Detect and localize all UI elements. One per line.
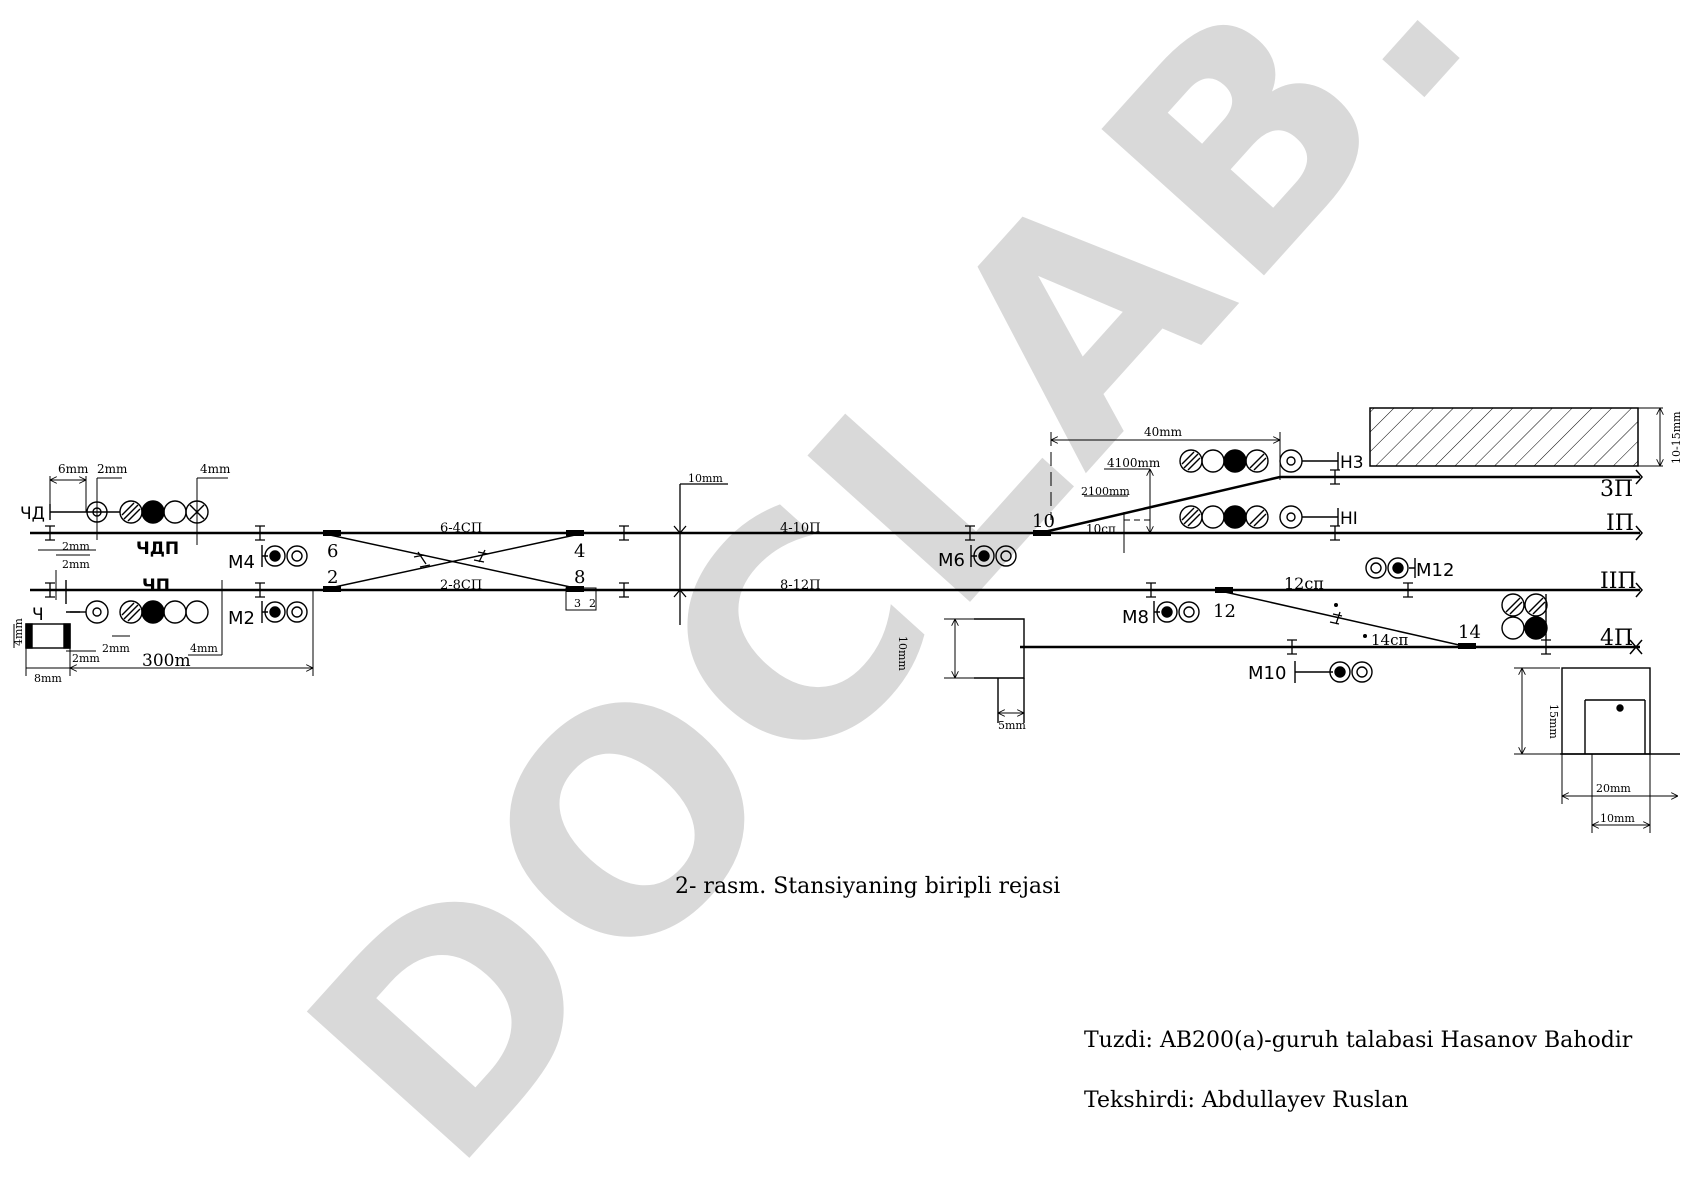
dim-10mm-a: 10mm (688, 472, 723, 485)
dim-2mm-d: 2mm (72, 652, 100, 665)
switch-label-8: 8 (574, 567, 585, 588)
station-building (1369, 407, 1639, 467)
track-label-2p: IIП (1600, 569, 1637, 594)
dim-2mm-c: 2mm (62, 558, 90, 571)
watermark: DOCLAB.UZ (244, 0, 1683, 1193)
signal-label-n3: Н3 (1340, 453, 1364, 473)
dim-4mm-c: 4mm (190, 642, 218, 655)
track-label-4p: 4П (1600, 626, 1633, 651)
dim-2mm-a: 2mm (97, 462, 128, 476)
dim-10mm-b: 10mm (896, 636, 909, 671)
section-label-sp64: 6-4СП (440, 521, 482, 536)
dim-2mm-b: 2mm (62, 540, 90, 553)
dim-6mm: 6mm (58, 462, 89, 476)
crossover-2-4 (329, 534, 576, 589)
branch-12-14 (1224, 591, 1469, 648)
switch-label-6: 6 (327, 541, 338, 562)
signal-label-m12: М12 (1416, 560, 1454, 581)
dim-2mm-e: 2mm (102, 642, 130, 655)
signal-label-ch: Ч (32, 605, 44, 625)
section-label-p410: 4-10П (780, 521, 821, 536)
dim-300m: 300m (142, 651, 191, 671)
figure-caption: 2- rasm. Stansiyaning biripli rejasi (675, 874, 1060, 899)
footer-checker: Tekshirdi: Abdullayev Ruslan (1084, 1088, 1408, 1113)
dim-8mm: 8mm (34, 672, 62, 685)
watermark-text: DOCLAB.UZ (244, 0, 1683, 1189)
dim-4mm-b: 4mm (12, 618, 25, 646)
dim-15mm: 15mm (1547, 704, 1560, 739)
dim-4100mm: 4100mm (1107, 456, 1161, 470)
insulating-joints (45, 469, 1551, 655)
signal-label-m8: М8 (1122, 607, 1149, 628)
switch-label-10: 10 (1032, 511, 1055, 532)
track-label-3p: 3П (1600, 477, 1633, 502)
signal-label-chp: ЧП (142, 576, 170, 596)
section-label-sp28: 2-8СП (440, 578, 482, 593)
branch-10-3p (1039, 475, 1281, 535)
signal-label-m10: М10 (1248, 663, 1286, 684)
dim-4mm-a: 4mm (200, 462, 231, 476)
dim-40mm: 40mm (1144, 425, 1183, 439)
signal-label-m4: М4 (228, 552, 255, 573)
signal-label-m2: М2 (228, 608, 255, 629)
switch-label-14: 14 (1458, 622, 1481, 643)
dim-small-2: 2 (589, 597, 596, 610)
signal-label-chdp: ЧДП (136, 539, 179, 559)
section-label-sp12: 12сп (1284, 574, 1324, 593)
switch-label-4: 4 (574, 541, 585, 562)
track-label-1p: IП (1606, 511, 1634, 536)
dim-10-15mm: 10-15mm (1670, 411, 1683, 464)
switch-blocks (323, 530, 1476, 649)
dim-small-3: 3 (574, 597, 581, 610)
dim-20mm: 20mm (1596, 782, 1631, 795)
dim-10mm-c: 10mm (1600, 812, 1635, 825)
tracks (30, 475, 1640, 649)
signal-label-m6: М6 (938, 550, 965, 571)
section-label-sp10: 10сп (1086, 522, 1116, 536)
switch-label-2: 2 (327, 567, 338, 588)
switch-label-12: 12 (1213, 601, 1236, 622)
dim-2100mm: 2100mm (1081, 485, 1130, 498)
signal-label-n1: НI (1340, 509, 1358, 529)
footer-author: Tuzdi: AB200(a)-guruh talabasi Hasanov B… (1084, 1028, 1633, 1053)
signal-label-chd: ЧД (20, 504, 45, 524)
dimension-lines (13, 408, 1678, 833)
section-label-sp14: 14сп (1371, 631, 1409, 649)
dim-5mm: 5mm (998, 719, 1026, 732)
section-label-p812: 8-12П (780, 578, 821, 593)
